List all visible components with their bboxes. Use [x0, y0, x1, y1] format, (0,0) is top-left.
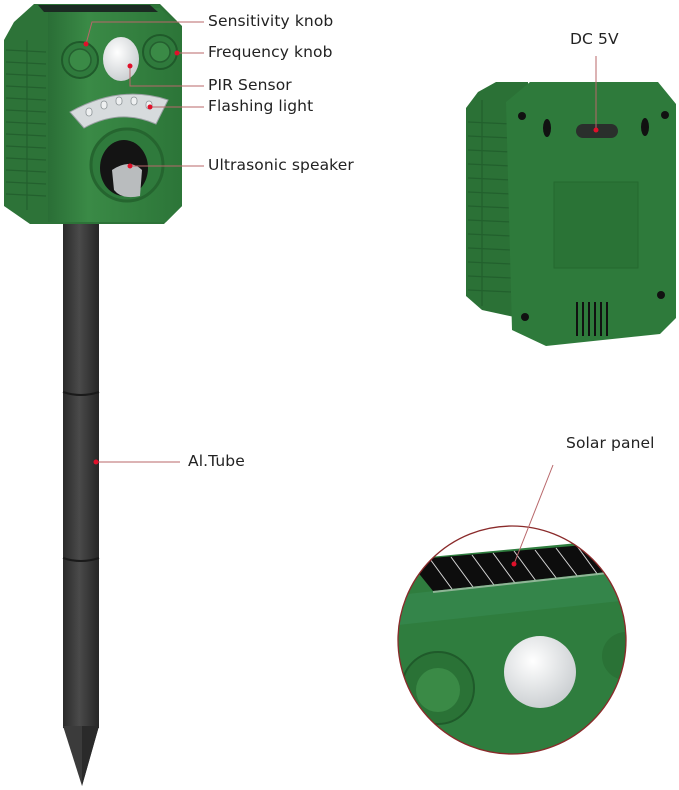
label-pir-sensor: PIR Sensor	[208, 76, 292, 94]
flashing-light-strip	[69, 93, 169, 129]
front-device-housing	[4, 4, 182, 224]
label-ultrasonic-speaker: Ultrasonic speaker	[208, 156, 354, 174]
label-solar-panel: Solar panel	[566, 434, 655, 452]
label-sensitivity-knob: Sensitivity knob	[208, 12, 334, 30]
callout-dots	[83, 41, 599, 567]
label-al-tube: Al.Tube	[188, 452, 245, 470]
back-device-housing	[466, 82, 676, 346]
leader-lines	[85, 21, 597, 565]
label-frequency-knob: Frequency knob	[208, 43, 333, 61]
pir-sensor-dome	[103, 37, 139, 81]
label-flashing-light: Flashing light	[208, 97, 314, 115]
label-dc-5v: DC 5V	[570, 30, 619, 48]
solar-cells	[408, 543, 625, 591]
aluminum-tube-stake	[62, 220, 100, 786]
solar-panel-detail-view	[397, 525, 627, 755]
